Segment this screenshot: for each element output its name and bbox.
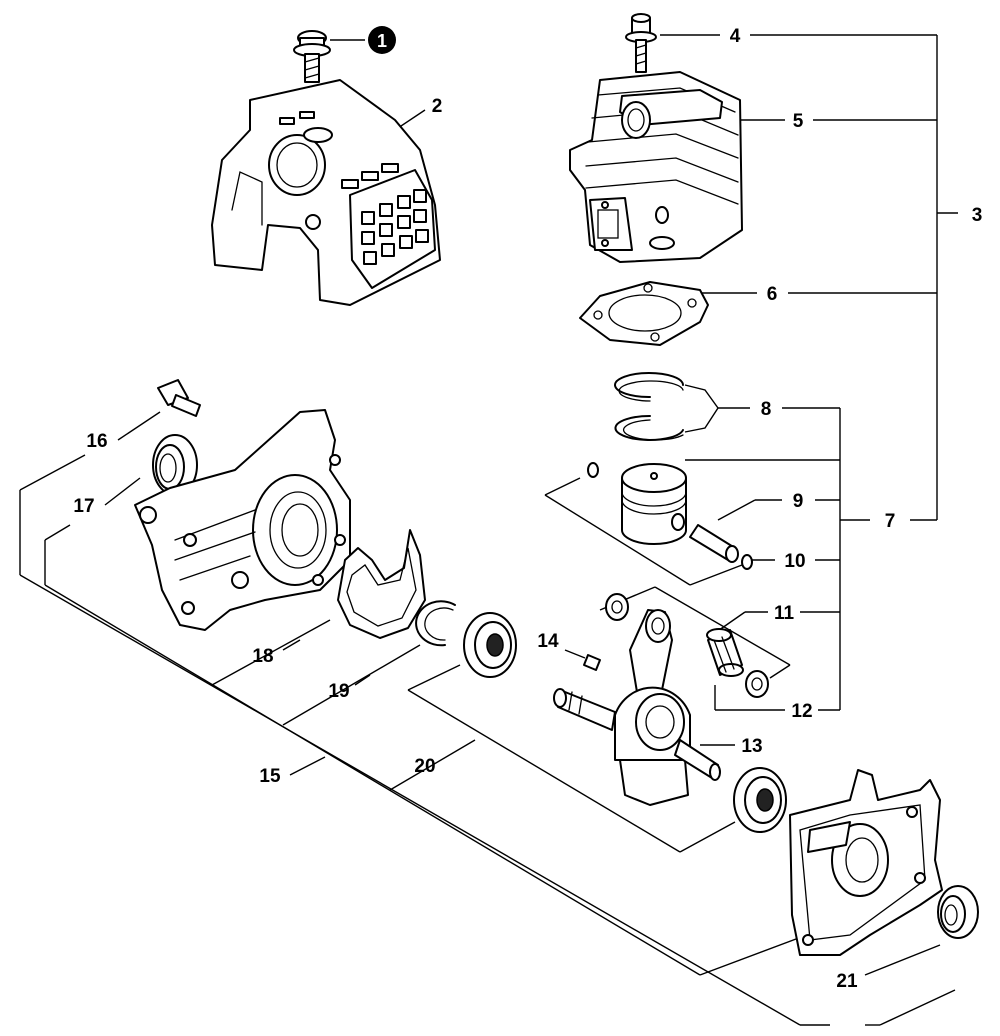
label-5: 5	[793, 111, 804, 132]
label-7: 7	[885, 511, 896, 532]
snap-ring-icon	[415, 600, 456, 647]
bearing-icon	[463, 612, 787, 833]
label-17: 17	[73, 496, 94, 517]
crankshaft-icon	[553, 609, 721, 806]
cylinder-icon	[569, 71, 743, 263]
key-icon	[583, 654, 601, 671]
label-11: 11	[774, 603, 795, 624]
label-13: 13	[741, 736, 762, 757]
label-8: 8	[761, 399, 772, 420]
label-18: 18	[252, 646, 273, 667]
badge-label: 1	[377, 31, 387, 51]
label-3: 3	[972, 205, 983, 226]
needle-bearing-icon	[706, 628, 744, 677]
label-2: 2	[432, 96, 443, 117]
label-9: 9	[793, 491, 804, 512]
label-15: 15	[259, 766, 281, 787]
crankcase-icon	[789, 769, 943, 956]
cylinder-bolt-icon	[625, 13, 657, 73]
piston-ring-icon	[614, 372, 684, 441]
oil-seal-icon	[937, 885, 979, 939]
label-20: 20	[414, 756, 435, 777]
label-16: 16	[86, 431, 107, 452]
engine-cover-icon	[211, 79, 441, 306]
gasket-icon	[579, 281, 709, 346]
label-21: 21	[836, 971, 858, 992]
screw-icon	[293, 30, 331, 83]
piston-icon	[621, 463, 687, 545]
crankcase-gasket-icon	[337, 529, 426, 639]
badge-circle	[368, 26, 396, 54]
label-10: 10	[784, 551, 805, 572]
washer-icon	[605, 593, 769, 698]
circlip-icon	[587, 462, 753, 570]
piston-pin-icon	[689, 524, 739, 563]
oil-seal-icon	[152, 434, 198, 496]
bolt-icon	[157, 379, 201, 417]
label-6: 6	[767, 284, 778, 305]
label-14: 14	[537, 631, 559, 652]
label-12: 12	[791, 701, 812, 722]
badge-1: 1	[368, 26, 396, 54]
label-4: 4	[730, 26, 741, 47]
label-19: 19	[328, 681, 349, 702]
